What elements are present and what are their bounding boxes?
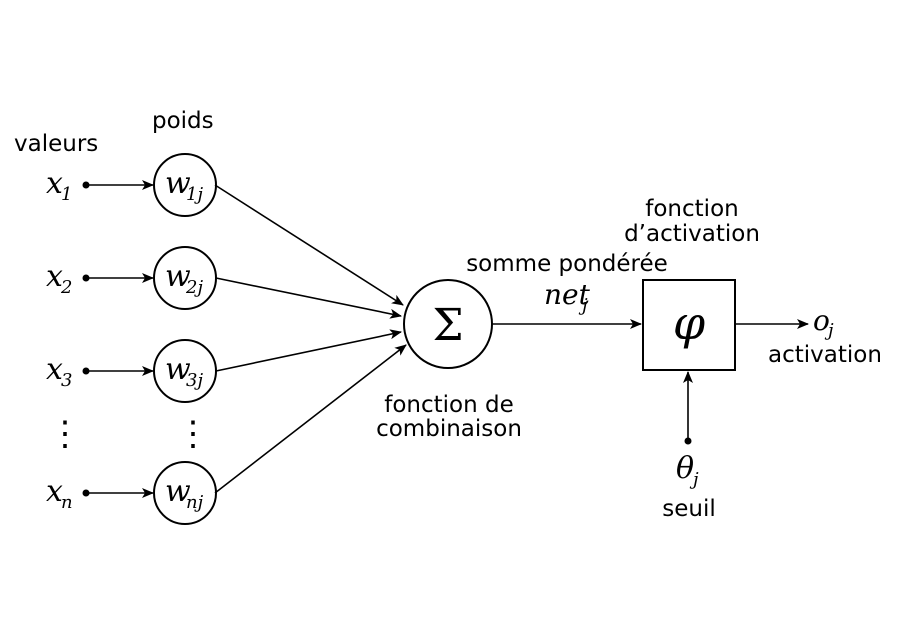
weight-3-to-sum-arrow (215, 329, 402, 372)
output-var: o (813, 304, 830, 337)
input-x1-var: x (46, 166, 63, 201)
theta-symbol: θ (676, 451, 694, 486)
weights-vdots: ⋮ (176, 414, 210, 454)
theta-sub: j (689, 469, 699, 490)
input-xn-sub: n (61, 492, 73, 513)
values-label: valeurs (14, 131, 98, 157)
activation-function-label-2: d’activation (624, 221, 760, 247)
sigma-symbol: Σ (432, 300, 463, 351)
input-row-3: x 3 w 3j (46, 339, 217, 403)
inputs-vdots: ⋮ (48, 414, 82, 454)
weight-w1j-sub: 1j (186, 184, 203, 205)
net-label: net (544, 278, 591, 311)
weight-w3j-sub: 3j (186, 370, 203, 391)
phi-symbol: φ (673, 296, 706, 350)
weight-w3j-var: w (165, 352, 191, 387)
activation-label: activation (768, 342, 882, 368)
weight-2-to-sum-arrow (215, 277, 402, 319)
combination-function-label-2: combinaison (376, 416, 522, 442)
input-row-n: x n w nj (46, 461, 217, 525)
weights-label: poids (152, 108, 214, 134)
weight-n-to-sum-arrow (214, 344, 407, 494)
input-x2-var: x (46, 259, 63, 294)
weight-w1j-var: w (165, 166, 191, 201)
weight-w2j-var: w (165, 259, 191, 294)
activation-function-label-1: fonction (645, 196, 738, 222)
combination-function-label-1: fonction de (384, 392, 514, 418)
output-sub: j (824, 320, 834, 341)
weight-1-to-sum-arrow (214, 184, 404, 306)
input-row-1: x 1 w 1j (46, 153, 217, 217)
input-x2-sub: 2 (60, 277, 72, 298)
net-sub: j (578, 295, 588, 316)
input-xn-var: x (46, 474, 63, 509)
input-row-2: x 2 w 2j (46, 246, 217, 310)
input-x1-sub: 1 (61, 184, 72, 205)
activation-function-box (642, 279, 736, 371)
weight-wnj-var: w (165, 474, 191, 509)
input-x3-sub: 3 (61, 370, 72, 391)
weight-w2j-sub: 2j (185, 277, 203, 298)
threshold-label: seuil (662, 496, 716, 522)
weighted-sum-label: somme pondérée (466, 251, 668, 277)
weight-wnj-sub: nj (186, 492, 204, 513)
input-x3-var: x (46, 352, 63, 387)
